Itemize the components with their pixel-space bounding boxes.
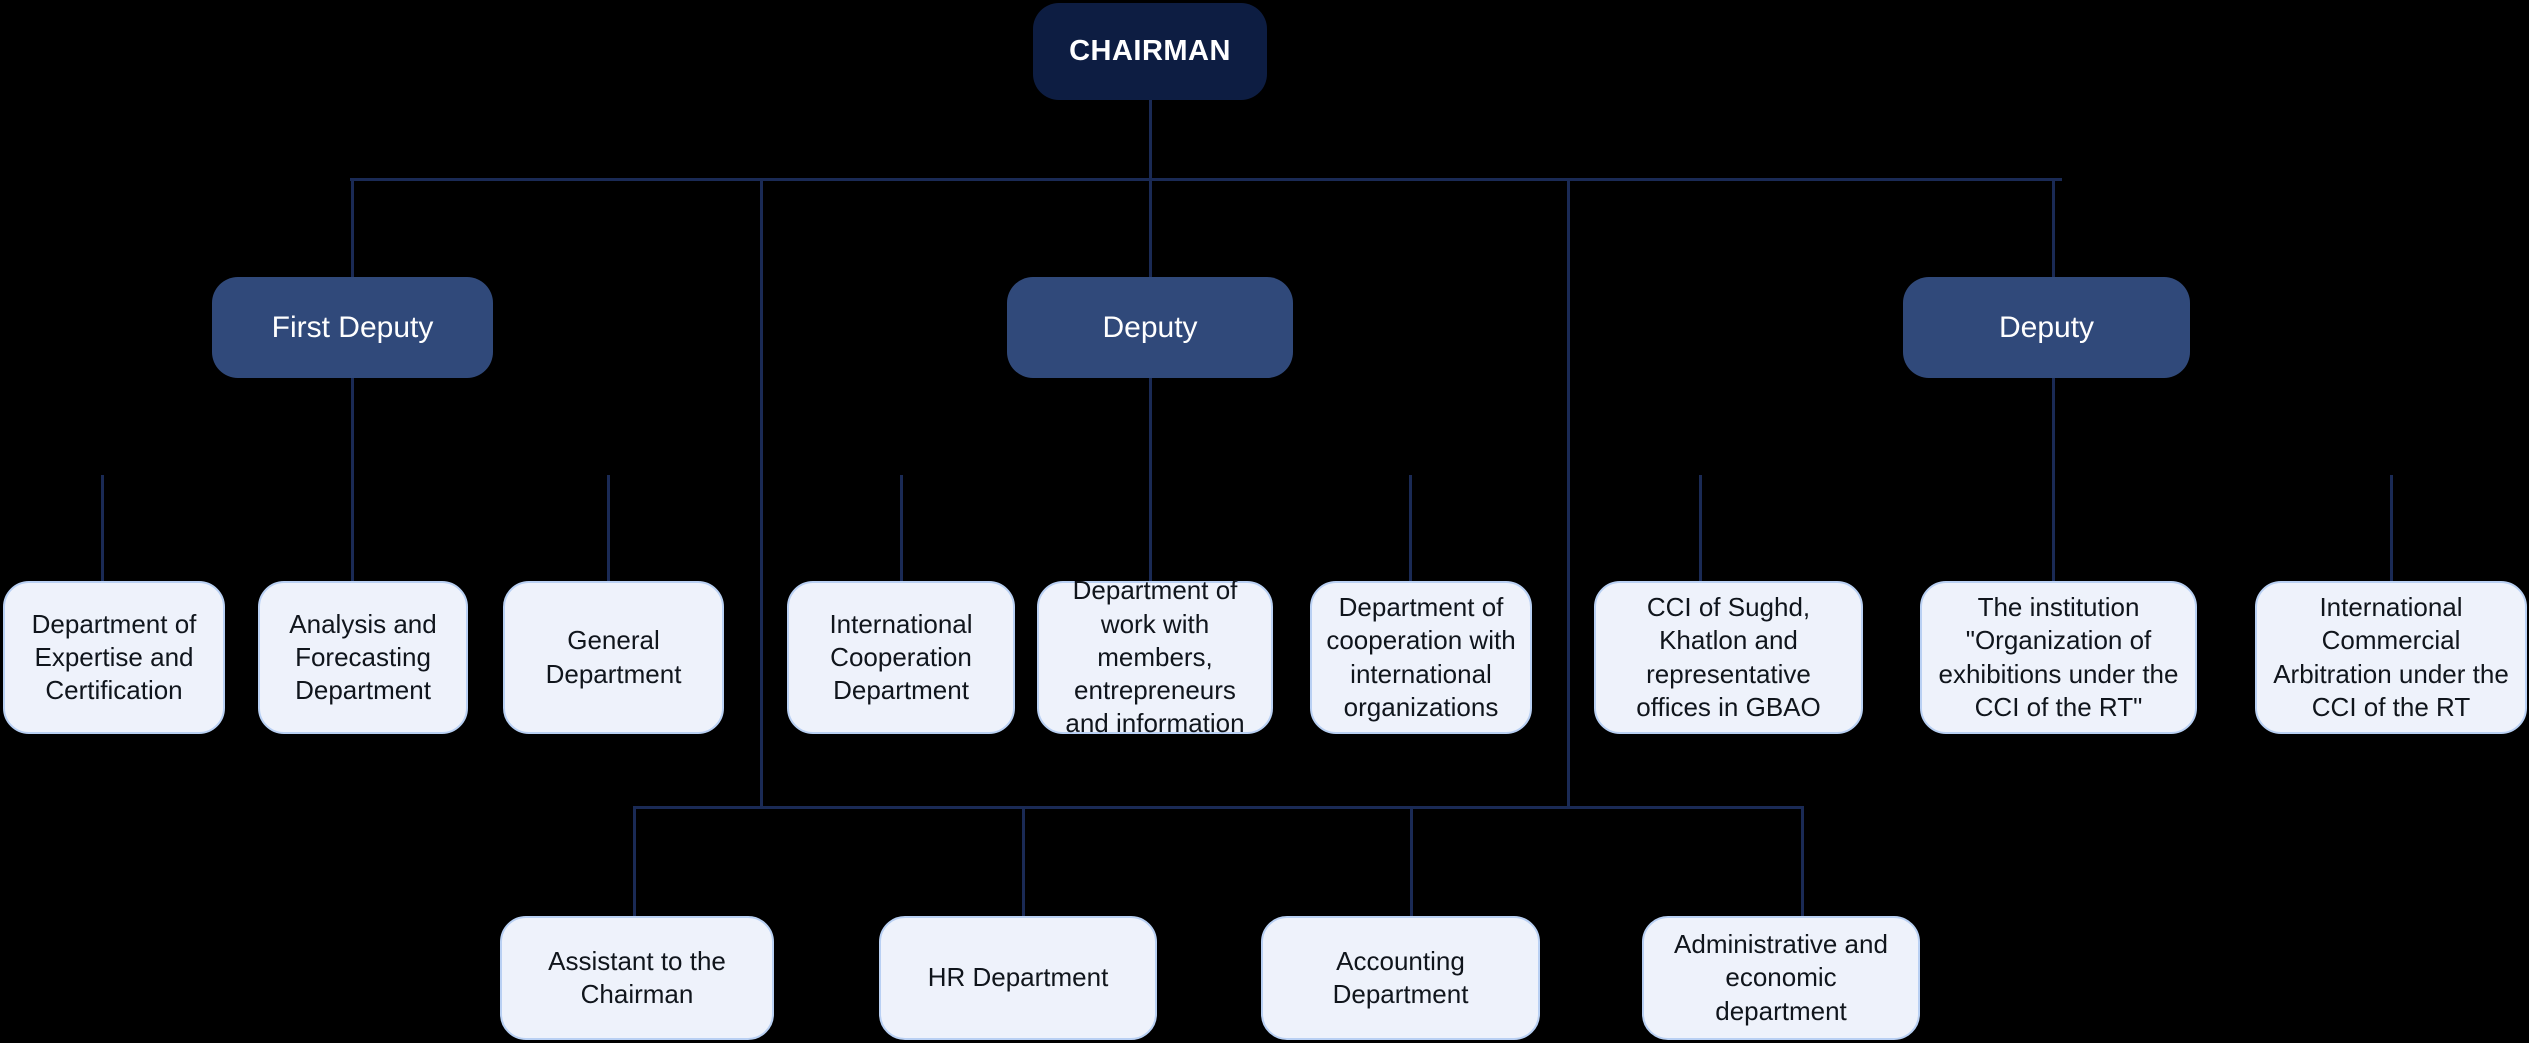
node-dept-label: International Cooperation Department <box>829 608 973 706</box>
node-first-deputy-label: First Deputy <box>271 310 434 344</box>
node-deputy-3: Deputy <box>1903 277 2190 378</box>
node-dept-general: General Department <box>503 581 724 734</box>
connector-first-deputy-through <box>351 178 354 581</box>
connector-drop-admin2 <box>1022 806 1025 916</box>
node-dept-label: Department of cooperation with internati… <box>1326 591 1516 722</box>
node-dept-cooperation-international-orgs: Department of cooperation with internati… <box>1310 581 1532 734</box>
connector-stub-dept9 <box>2390 475 2393 581</box>
node-admin-label: Administrative and economic department <box>1674 929 1888 1026</box>
connector-bottom-rail <box>633 806 1804 809</box>
node-dept-label: CCI of Sughd, Khatlon and representative… <box>1636 591 1821 722</box>
connector-stub-dept6 <box>1409 475 1412 581</box>
node-admin-accounting: Accounting Department <box>1261 916 1540 1040</box>
node-admin-hr: HR Department <box>879 916 1157 1040</box>
node-first-deputy: First Deputy <box>212 277 493 378</box>
node-dept-label: Department of work with members, entrepr… <box>1065 575 1245 739</box>
node-admin-label: Assistant to the Chairman <box>548 945 726 1009</box>
connector-drop-admin3 <box>1410 806 1413 916</box>
node-admin-label: HR Department <box>927 962 1109 993</box>
node-dept-commercial-arbitration: International Commercial Arbitration und… <box>2255 581 2527 734</box>
connector-long-left <box>760 178 763 809</box>
connector-deputy2-through <box>1149 178 1152 581</box>
node-admin-economic: Administrative and economic department <box>1642 916 1920 1040</box>
node-deputy-2-label: Deputy <box>1102 310 1198 344</box>
connector-stub-dept1 <box>101 475 104 581</box>
node-chairman-label: CHAIRMAN <box>1069 35 1231 67</box>
node-admin-label: Accounting Department <box>1332 945 1469 1009</box>
connector-stub-dept7 <box>1699 475 1702 581</box>
connector-chairman-down <box>1149 100 1152 178</box>
connector-stub-dept3 <box>607 475 610 581</box>
node-dept-international-cooperation: International Cooperation Department <box>787 581 1015 734</box>
connector-drop-admin4 <box>1801 806 1804 916</box>
connector-drop-admin1 <box>633 806 636 916</box>
node-dept-cci-regions: CCI of Sughd, Khatlon and representative… <box>1594 581 1863 734</box>
connector-stub-dept4 <box>900 475 903 581</box>
node-dept-label: Department of Expertise and Certificatio… <box>31 608 197 706</box>
node-deputy-2: Deputy <box>1007 277 1293 378</box>
node-dept-label: Analysis and Forecasting Department <box>289 608 437 706</box>
node-deputy-3-label: Deputy <box>1998 310 2095 344</box>
connector-deputy3-through <box>2052 178 2055 581</box>
connector-long-right <box>1567 178 1570 809</box>
node-dept-label: The institution "Organization of exhibit… <box>1938 591 2179 722</box>
node-dept-expertise-certification: Department of Expertise and Certificatio… <box>3 581 225 734</box>
node-chairman: CHAIRMAN <box>1033 3 1267 100</box>
node-admin-assistant-chairman: Assistant to the Chairman <box>500 916 774 1040</box>
node-dept-label: International Commercial Arbitration und… <box>2273 591 2509 722</box>
node-dept-analysis-forecasting: Analysis and Forecasting Department <box>258 581 468 734</box>
node-dept-label: General Department <box>545 625 682 689</box>
node-dept-work-with-members: Department of work with members, entrepr… <box>1037 575 1273 738</box>
node-dept-exhibitions-institution: The institution "Organization of exhibit… <box>1920 581 2197 734</box>
connector-top-rail <box>350 178 2062 181</box>
